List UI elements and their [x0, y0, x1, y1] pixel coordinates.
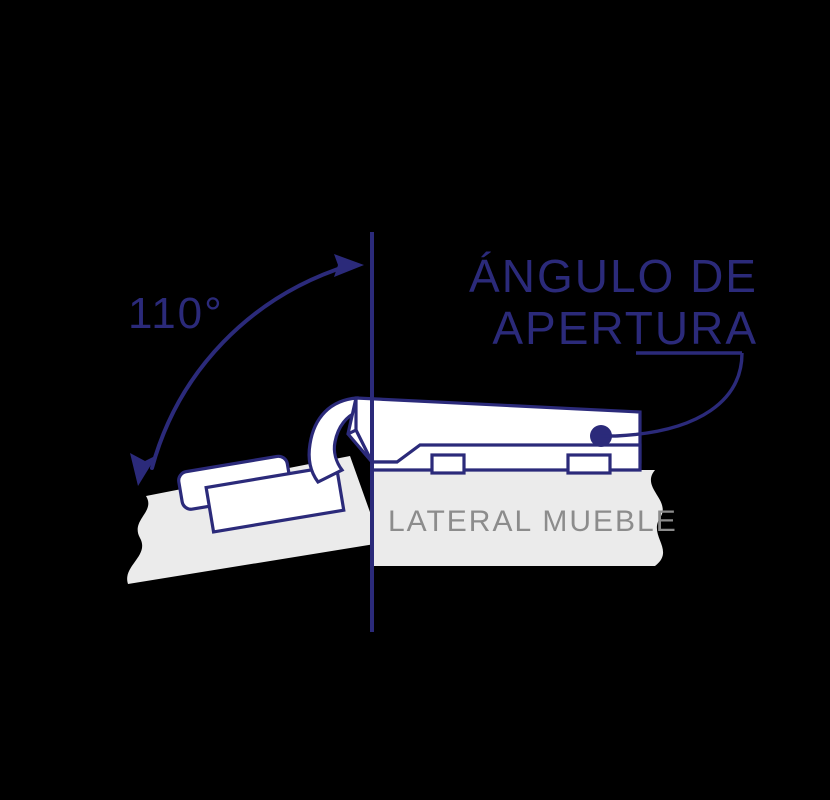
cabinet-side-panel: [372, 470, 664, 566]
hinge-foot-left: [430, 453, 466, 475]
panel-label: LATERAL MUEBLE: [388, 505, 678, 538]
hinge-foot-right: [566, 453, 612, 475]
hinge-arm-assembly: [307, 396, 642, 485]
title-line-1: ÁNGULO DE: [469, 250, 758, 302]
title-leader-line: [590, 351, 744, 447]
hinge-fold-line-2: [354, 429, 374, 463]
hinge-cup-assembly: [177, 454, 346, 534]
arrowhead-close-icon: [130, 453, 157, 486]
arrowhead-open-icon: [334, 254, 364, 277]
hinge-knuckle: [307, 396, 359, 485]
arc-path: [150, 263, 352, 470]
opening-angle-arc-arrow: [130, 254, 364, 486]
leader-curve: [615, 352, 744, 438]
angle-value-label: 110°: [128, 289, 224, 338]
title-line-2: APERTURA: [492, 302, 758, 354]
hinge-mounting-plate: [204, 463, 346, 534]
